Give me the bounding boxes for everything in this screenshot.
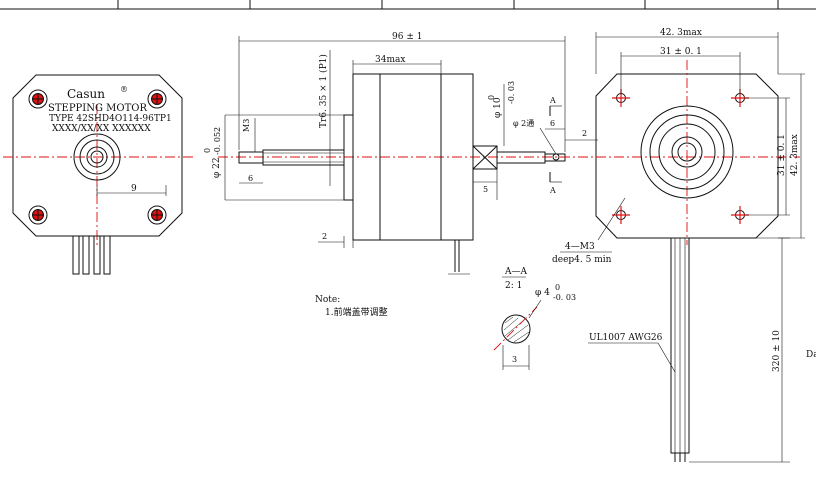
edge-text: Da	[806, 350, 816, 360]
type-line: TYPE 42SHD4O114-96TP1	[49, 114, 172, 124]
dim-cable-length: 320 ± 10	[772, 330, 782, 372]
title-block-edge	[0, 0, 816, 10]
side-view: 96 ± 1 34max Tr6. 35 × 1 (P1) M3 6 φ 22 …	[203, 32, 602, 275]
section-title: A—A	[504, 267, 527, 277]
note: Note: 1.前端盖带调整	[315, 295, 388, 318]
section-mark-bottom: A	[549, 186, 556, 195]
section-a-a: A—A 2: 1 φ 4 0 -0. 03 3	[493, 267, 576, 370]
dim-6-left: 6	[248, 174, 253, 183]
end-hole-bl	[612, 206, 630, 224]
mount-hole-br	[147, 205, 167, 225]
mount-hole-tr	[147, 89, 167, 109]
note-line-1: 1.前端盖带调整	[325, 306, 388, 318]
brand-name: Casun	[67, 87, 105, 101]
dim-5: 5	[483, 185, 488, 194]
mount-hole-tl	[28, 89, 48, 109]
dim-dia-10-tol-bot: -0. 03	[507, 81, 516, 104]
dim-dia-22: φ 22	[212, 157, 222, 178]
dim-hole-2: φ 2通	[513, 118, 534, 128]
dim-dia-10-tol-top: 0	[487, 95, 496, 100]
section-dia-tol-bot: -0. 03	[553, 293, 576, 302]
section-dim-3: 3	[512, 355, 517, 364]
dim-dia-22-tol-top: 0	[203, 148, 212, 153]
dim-2-bottom: 2	[322, 232, 327, 241]
section-dia: φ 4	[535, 288, 550, 298]
dim-body-length: 34max	[375, 55, 405, 65]
thread-m3: M3	[242, 119, 251, 132]
dim-overall-length: 96 ± 1	[392, 32, 422, 42]
lead-wires	[72, 235, 111, 275]
dim-hole-spacing-v: 31 ± 0. 1	[777, 134, 787, 176]
hole-callout: 4—M3	[565, 242, 595, 252]
cable	[670, 237, 690, 462]
registered-mark: ®	[120, 85, 128, 94]
dim-6-right: 6	[550, 119, 555, 128]
lead-screw-spec: Tr6. 35 × 1 (P1)	[318, 54, 329, 128]
dim-dia-10: φ 10	[493, 97, 503, 118]
mount-hole-bl	[28, 205, 48, 225]
hole-depth: deep4. 5 min	[552, 255, 612, 265]
end-view: 42. 3max 31 ± 0. 1 31 ± 0. 1 42. 3max 4—…	[552, 28, 816, 463]
dim-width-max: 42. 3max	[660, 28, 702, 38]
serial-line: XXXX/XX/XX XXXXXX	[52, 124, 151, 134]
front-view: 9 Casun ® STEPPING MOTOR TYPE 42SHD4O114…	[3, 74, 194, 275]
dim-dia-22-tol-bot: -0. 052	[213, 127, 222, 155]
product-line: STEPPING MOTOR	[48, 103, 147, 114]
dim-9: 9	[131, 184, 137, 194]
dim-height-max: 42. 3max	[790, 134, 800, 176]
dim-2-right: 2	[582, 129, 587, 138]
cable-spec: UL1007 AWG26	[589, 333, 663, 343]
dim-hole-spacing: 31 ± 0. 1	[660, 47, 702, 57]
note-heading: Note:	[315, 295, 340, 305]
section-scale: 2: 1	[505, 281, 522, 291]
section-dia-tol-top: 0	[555, 283, 560, 292]
section-mark-top: A	[549, 96, 556, 105]
